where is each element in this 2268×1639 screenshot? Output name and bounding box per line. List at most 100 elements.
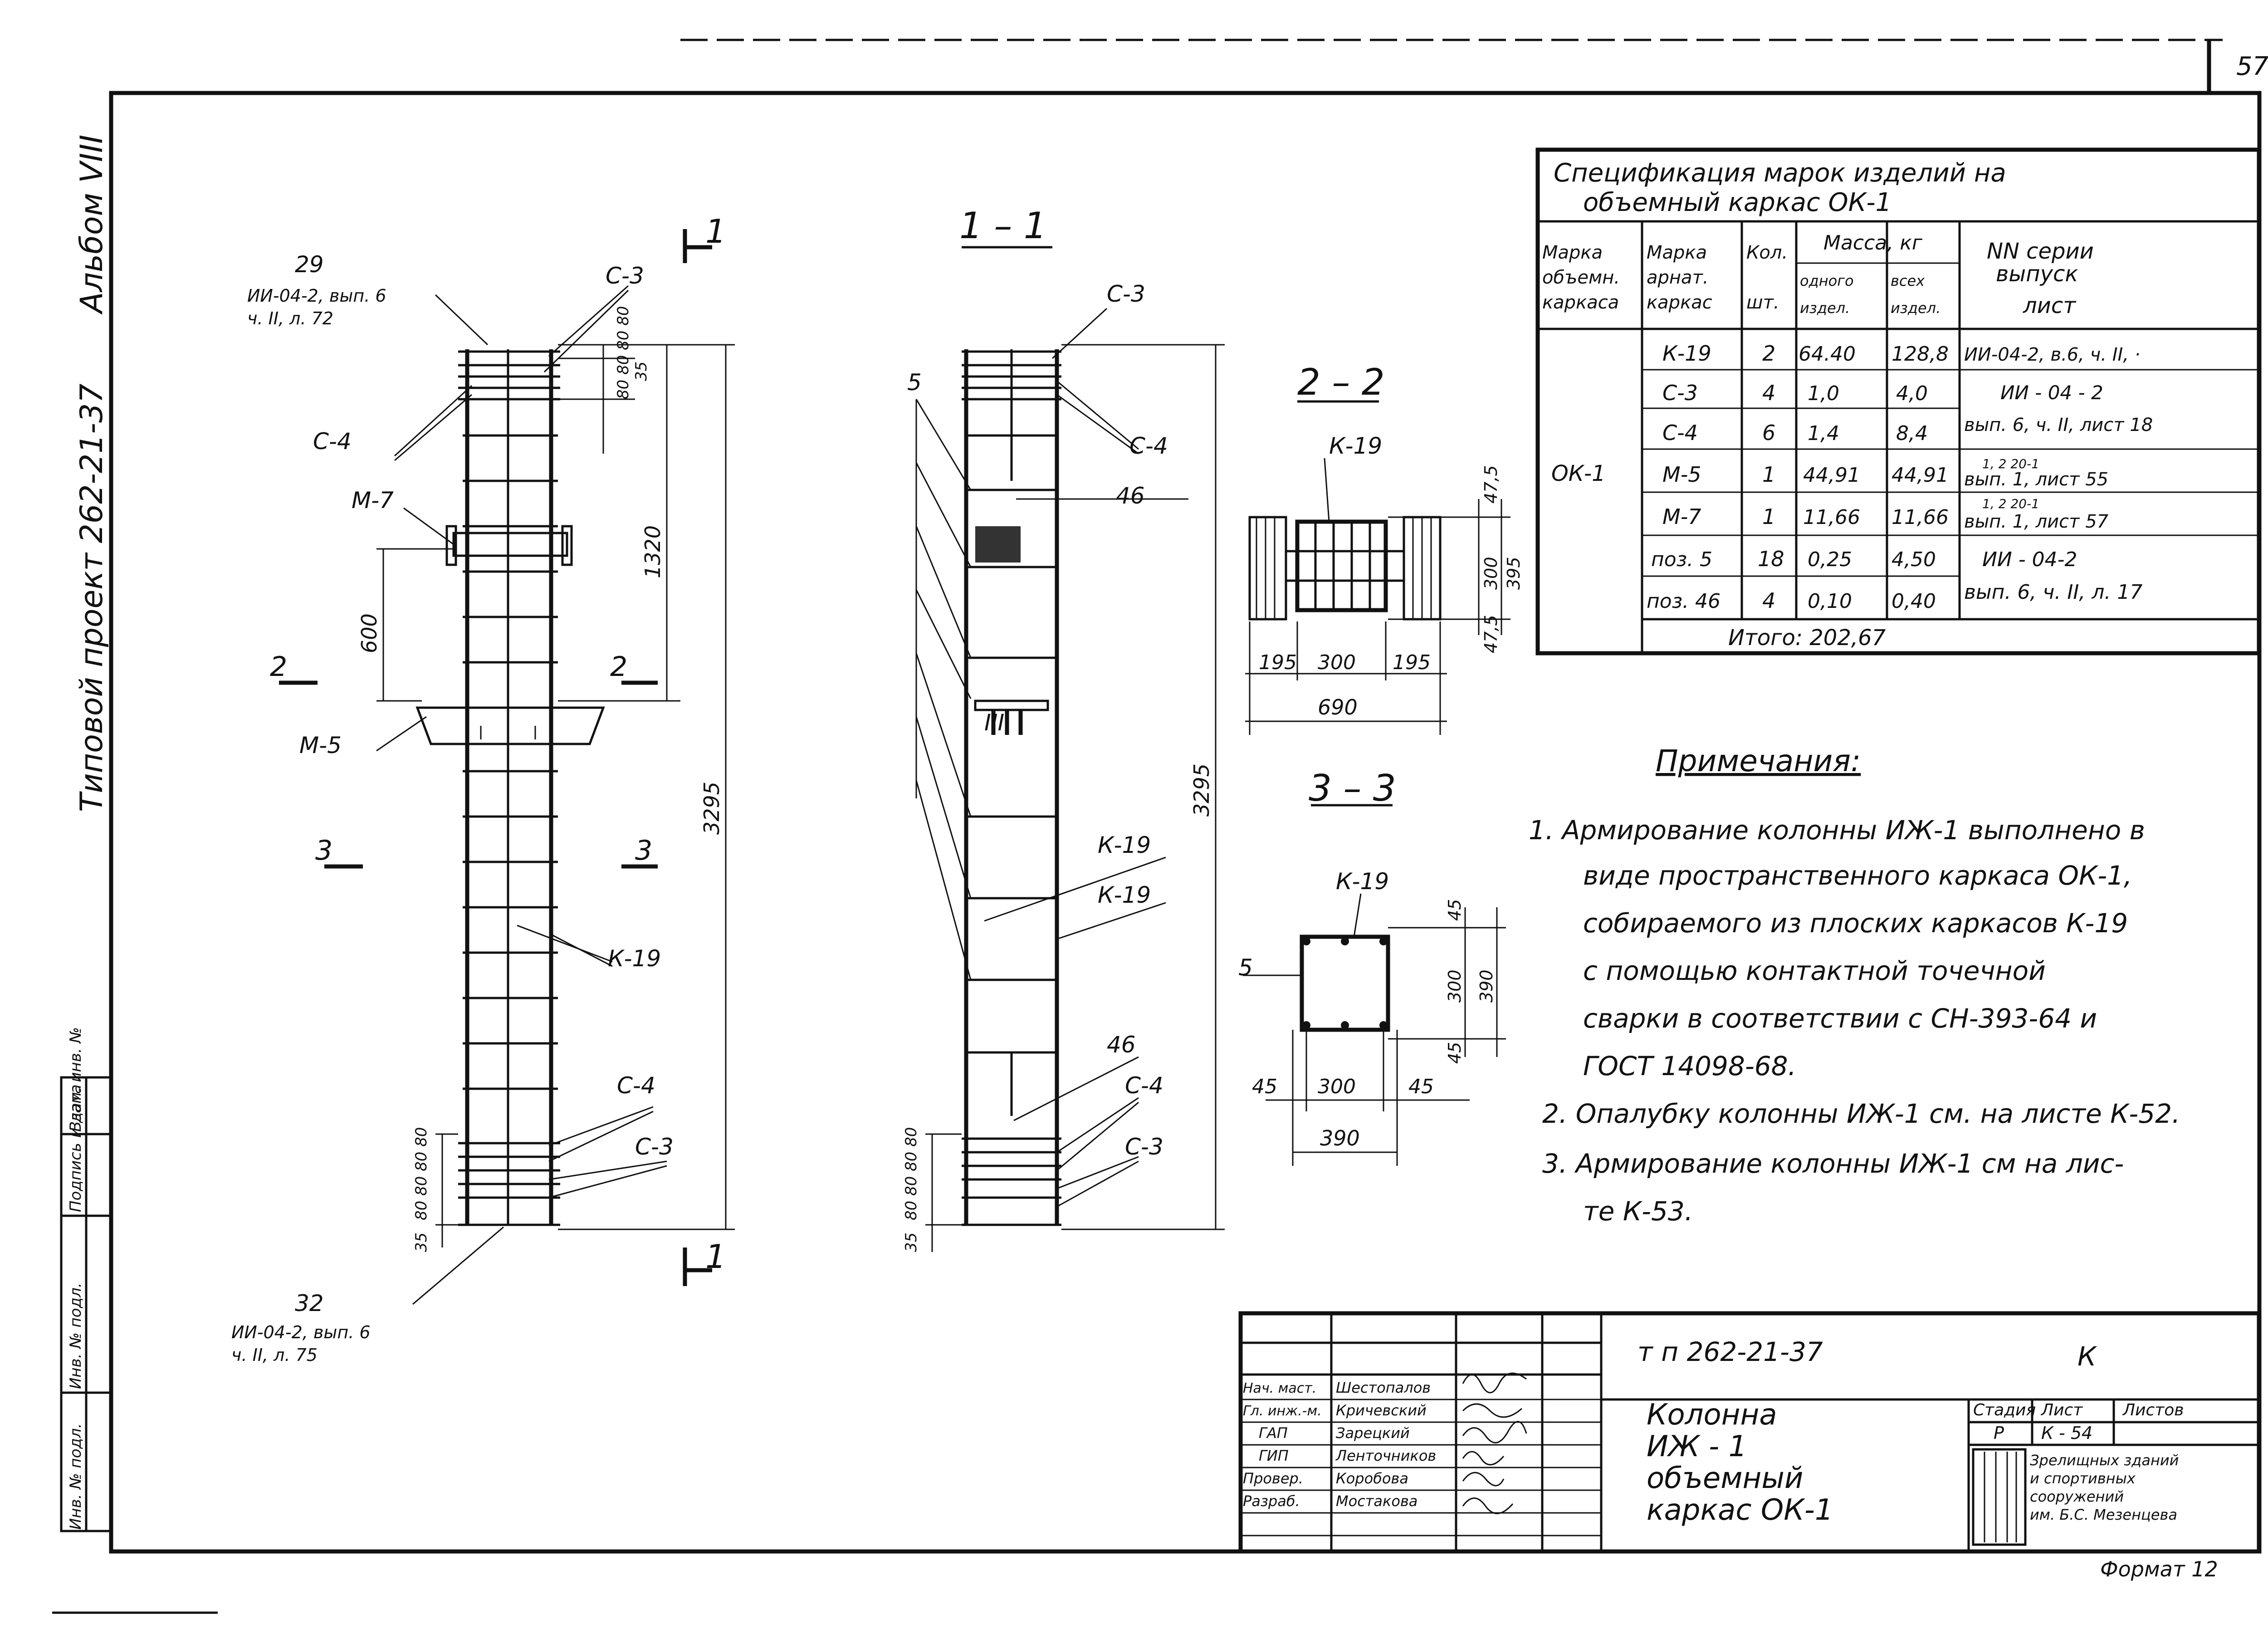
cut-mark-1-top: 1 (705, 212, 726, 250)
s11-label-c4-top: С-4 (1129, 433, 1168, 459)
album-vertical: Альбом VIII (74, 135, 110, 315)
s33-dim-390-vert: 390 (1476, 969, 1496, 1003)
spec-hdr-mark-obj-3: каркаса (1542, 292, 1619, 313)
tb-title-line: Колонна (1647, 1398, 1777, 1432)
spec-hdr-mark-obj-1: Марка (1542, 242, 1603, 263)
tb-role: ГИП (1259, 1447, 1289, 1464)
section-2-2-title: 2 – 2 (1297, 361, 1385, 403)
spec-row-mass-one: 64.40 (1799, 342, 1856, 366)
dim-bottom-spacing: 80 80 80 80 (412, 1127, 430, 1220)
s22-dim-395: 395 (1504, 557, 1524, 590)
spec-row-mass-all: 4,50 (1892, 548, 1936, 571)
tb-role: Провер. (1243, 1470, 1303, 1487)
note-line: с помощью контактной точечной (1583, 955, 2046, 986)
s11-label-iii: III (984, 709, 1004, 736)
s22-dim-690: 690 (1318, 695, 1358, 719)
stamp-label-replace-inv: Подпись и дата (67, 1084, 85, 1212)
callout-32-ref-1: ИИ-04-2, вып. 6 (231, 1322, 371, 1342)
tb-org-line: и спортивных (2030, 1470, 2136, 1487)
s11-label-c3-bottom: С-3 (1125, 1134, 1163, 1160)
note-line: собираемого из плоских каркасов К-19 (1583, 908, 2128, 939)
tb-name: Кричевский (1336, 1402, 1427, 1419)
note-line: 1. Армирование колонны ИЖ-1 выполнено в (1529, 815, 2145, 846)
callout-32-ref-2: ч. II, л. 75 (231, 1345, 318, 1365)
label-m5: М-5 (299, 732, 342, 758)
spec-frame-mark: ОК-1 (1551, 461, 1606, 486)
spec-row-mass-one: 0,25 (1808, 548, 1852, 571)
cut-mark-1-bottom: 1 (705, 1238, 726, 1276)
spec-series-ref: ИИ - 04-2 (1982, 548, 2077, 571)
s33-dim-45-bottom: 45 (1445, 1042, 1465, 1064)
label-m7: М-7 (352, 487, 394, 514)
spec-series-ref: 1, 2 20-1 (1982, 496, 2039, 511)
s11-label-5: 5 (907, 369, 922, 396)
spec-series-ref: вып. 1, лист 55 (1964, 469, 2108, 490)
tb-doc-code: т п 262-21-37 (1637, 1336, 1823, 1367)
spec-row-mass-all: 4,0 (1896, 382, 1928, 405)
spec-hdr-mark-arm-1: Марка (1647, 242, 1707, 263)
spec-row-qty: 1 (1762, 462, 1775, 487)
spec-series-ref: 1, 2 20-1 (1982, 456, 2039, 471)
spec-hdr-mass-all-1: всех (1891, 272, 1925, 289)
spec-hdr-series-1: NN серии (1987, 239, 2094, 264)
spec-row-mark: М-7 (1662, 504, 1701, 529)
spec-hdr-mark-arm-3: каркас (1647, 292, 1712, 313)
tb-sheet-value: К - 54 (2041, 1423, 2092, 1443)
sheet-frame (52, 39, 2262, 1614)
dim-35-top: 35 (632, 362, 650, 381)
tb-sheets-label: Листов (2122, 1401, 2184, 1419)
spec-row-mark: С-3 (1662, 381, 1698, 405)
s22-dim-195-left: 195 (1259, 651, 1297, 674)
spec-row-mass-one: 44,91 (1803, 464, 1860, 487)
tb-role: Разраб. (1243, 1492, 1300, 1510)
s11-label-46-bottom: 46 (1107, 1032, 1136, 1058)
tb-sheet-label: Лист (2040, 1401, 2083, 1419)
s33-label-k19: К-19 (1336, 868, 1389, 895)
spec-series-ref: ИИ-04-2, в.6, ч. II, · (1964, 344, 2140, 365)
stamp-label-sign-date: Инв. № подл. (67, 1282, 85, 1389)
note-line: 3. Армирование колонны ИЖ-1 см на лис- (1542, 1148, 2124, 1179)
label-k19: К-19 (608, 945, 661, 972)
tb-stage-label: Стадия (1973, 1401, 2036, 1419)
tb-org-line: им. Б.С. Мезенцева (2030, 1506, 2177, 1523)
s11-dim-3295: 3295 (1189, 763, 1214, 817)
s33-dim-300: 300 (1318, 1075, 1356, 1098)
s22-dim-47-5-top: 47,5 (1481, 465, 1501, 504)
s11-dim-bottom-spacing: 80 80 80 80 (902, 1127, 920, 1220)
label-c3-bottom: С-3 (635, 1134, 674, 1160)
tb-title-line: объемный (1647, 1462, 1803, 1495)
s11-dim-35: 35 (902, 1233, 920, 1252)
s11-label-c4-bottom: С-4 (1125, 1072, 1163, 1099)
spec-row-mass-all: 8,4 (1896, 422, 1928, 445)
spec-row-mass-one: 1,0 (1808, 382, 1839, 405)
left-stamp-column (60, 1076, 112, 1532)
note-line: ГОСТ 14098-68. (1583, 1051, 1796, 1081)
s33-dim-45-top: 45 (1445, 899, 1465, 921)
spec-hdr-mass: Масса, кг (1823, 231, 1923, 254)
spec-hdr-mass-one-1: одного (1800, 272, 1854, 289)
tb-name: Ленточников (1335, 1447, 1436, 1464)
s22-dim-47-5-bottom: 47,5 (1481, 615, 1501, 653)
dim-35-bottom: 35 (412, 1233, 430, 1252)
section-3-3-view (1243, 804, 1506, 1166)
tb-sheet-letter: К (2077, 1341, 2097, 1372)
note-line: 2. Опалубку колонны ИЖ-1 см. на листе К-… (1542, 1098, 2180, 1129)
spec-row-qty: 1 (1762, 504, 1775, 529)
spec-total: Итого: 202,67 (1728, 625, 1886, 651)
s11-label-k19-a: К-19 (1098, 832, 1151, 858)
tb-stage-value: Р (1994, 1423, 2004, 1443)
section-2-2-view (1245, 400, 1510, 735)
spec-row-mark: поз. 46 (1647, 590, 1721, 613)
tb-org-line: сооружений (2030, 1488, 2124, 1505)
spec-hdr-series-3: лист (2023, 293, 2077, 318)
cut-mark-3-left: 3 (315, 835, 332, 866)
elevation-view (279, 229, 735, 1305)
spec-row-mass-one: 11,66 (1803, 506, 1860, 529)
spec-row-qty: 18 (1758, 547, 1784, 571)
tb-name: Зарецкий (1336, 1424, 1410, 1442)
tb-format: Формат 12 (2100, 1557, 2218, 1581)
section-1-1-view (915, 246, 1225, 1252)
tb-name: Мостакова (1336, 1492, 1418, 1510)
stamp-label-inv-original: Инв. № подл. (67, 1423, 85, 1530)
